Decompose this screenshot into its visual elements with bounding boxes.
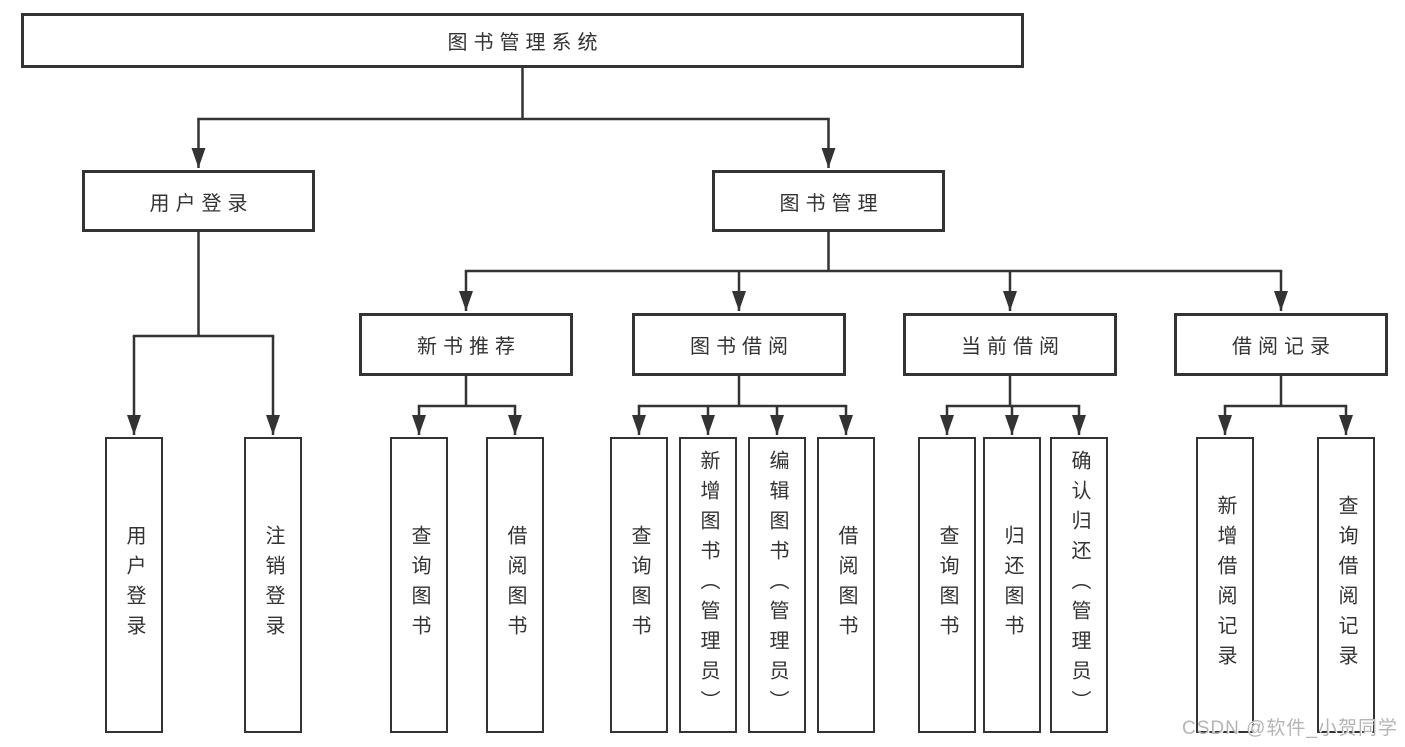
- node-current-borrowing: 当前借阅: [903, 313, 1117, 376]
- leaf-new-book-query: 查询图书: [390, 437, 448, 733]
- connector-new-book-to-leaves: [412, 376, 522, 435]
- node-user-login-label: 用户登录: [149, 192, 254, 215]
- leaf-current-return: 归还图书: [983, 437, 1041, 733]
- connector-current-borrowing-to-leaves: [940, 376, 1086, 435]
- node-book-management: 图书管理: [712, 170, 945, 232]
- leaf-new-book-query-label: 查询图书: [408, 525, 430, 645]
- node-current-borrowing-label: 当前借阅: [961, 336, 1065, 358]
- leaf-borrow-edit-admin-label: 编辑图书（管理员）: [766, 450, 788, 720]
- leaf-current-query: 查询图书: [918, 437, 976, 733]
- leaf-current-query-label: 查询图书: [936, 525, 958, 645]
- leaf-record-query: 查询借阅记录: [1317, 437, 1375, 733]
- node-root-label: 图书管理系统: [447, 32, 604, 54]
- leaf-borrow-borrow-label: 借阅图书: [835, 525, 857, 645]
- node-borrowing-records: 借阅记录: [1174, 313, 1388, 376]
- leaf-logout: 注销登录: [244, 437, 302, 733]
- leaf-current-return-label: 归还图书: [1001, 525, 1023, 645]
- csdn-watermark: CSDN @软件_小贺同学: [1182, 718, 1398, 739]
- leaf-borrow-query-label: 查询图书: [628, 525, 650, 645]
- leaf-borrow-edit-admin: 编辑图书（管理员）: [748, 437, 806, 733]
- connector-book-borrowing-to-leaves: [632, 376, 853, 435]
- leaf-new-book-borrow: 借阅图书: [486, 437, 544, 733]
- leaf-borrow-borrow: 借阅图书: [817, 437, 875, 733]
- node-new-book-recommendation-label: 新书推荐: [417, 336, 521, 358]
- leaf-user-login-label: 用户登录: [123, 525, 145, 645]
- connector-user-login-to-leaves: [127, 232, 280, 435]
- leaf-record-add-label: 新增借阅记录: [1214, 495, 1236, 675]
- connector-book-management-to-level3: [459, 232, 1288, 311]
- node-book-borrowing: 图书借阅: [632, 313, 846, 376]
- node-borrowing-records-label: 借阅记录: [1232, 336, 1336, 358]
- leaf-current-confirm-admin-label: 确认归还（管理员）: [1068, 450, 1090, 720]
- leaf-user-login: 用户登录: [105, 437, 163, 733]
- leaf-borrow-add-admin-label: 新增图书（管理员）: [697, 450, 719, 720]
- leaf-record-add: 新增借阅记录: [1196, 437, 1254, 733]
- leaf-borrow-query: 查询图书: [610, 437, 668, 733]
- node-new-book-recommendation: 新书推荐: [359, 313, 573, 376]
- leaf-current-confirm-admin: 确认归还（管理员）: [1050, 437, 1108, 733]
- leaf-logout-label: 注销登录: [262, 525, 284, 645]
- connector-borrowing-records-to-leaves: [1218, 376, 1353, 435]
- leaf-record-query-label: 查询借阅记录: [1335, 495, 1357, 675]
- node-book-borrowing-label: 图书借阅: [690, 336, 794, 358]
- leaf-borrow-add-admin: 新增图书（管理员）: [679, 437, 737, 733]
- node-user-login: 用户登录: [82, 170, 315, 232]
- leaf-new-book-borrow-label: 借阅图书: [504, 525, 526, 645]
- node-root: 图书管理系统: [21, 13, 1024, 68]
- node-book-management-label: 图书管理: [779, 192, 884, 215]
- connector-root-to-level2: [191, 68, 836, 168]
